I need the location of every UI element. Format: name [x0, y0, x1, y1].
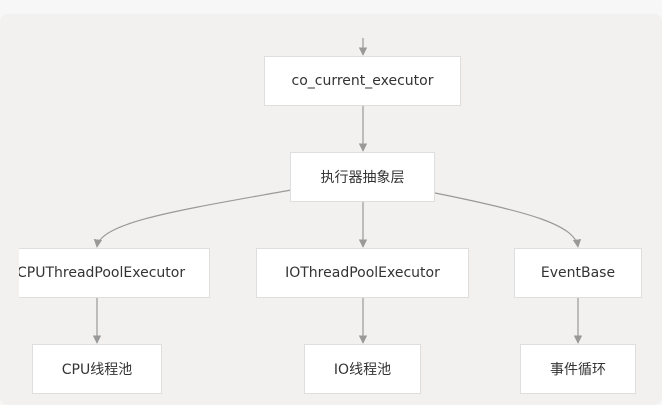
node-io-executor-label: IOThreadPoolExecutor	[285, 265, 440, 281]
node-cpu-executor: CPUThreadPoolExecutor	[19, 248, 210, 298]
node-cpu-executor-label: CPUThreadPoolExecutor	[19, 265, 186, 281]
node-io-pool: IO线程池	[304, 344, 421, 394]
node-event-loop-label: 事件循环	[550, 362, 606, 378]
node-co-current-executor-label: co_current_executor	[291, 73, 434, 89]
node-io-executor: IOThreadPoolExecutor	[256, 248, 469, 298]
edge-abstraction-layer-to-cpu-executor	[93, 189, 292, 248]
node-abstraction-layer: 执行器抽象层	[290, 152, 435, 202]
node-event-base-label: EventBase	[540, 265, 616, 281]
node-abstraction-layer-label: 执行器抽象层	[320, 170, 405, 186]
node-cpu-pool-label: CPU线程池	[61, 362, 133, 378]
node-event-base: EventBase	[514, 248, 642, 298]
node-co-current-executor: co_current_executor	[264, 56, 461, 106]
node-event-loop: 事件循环	[520, 344, 636, 394]
node-cpu-pool: CPU线程池	[32, 344, 162, 394]
edge-abstraction-layer-to-event-base	[434, 192, 582, 248]
node-io-pool-label: IO线程池	[333, 362, 392, 378]
